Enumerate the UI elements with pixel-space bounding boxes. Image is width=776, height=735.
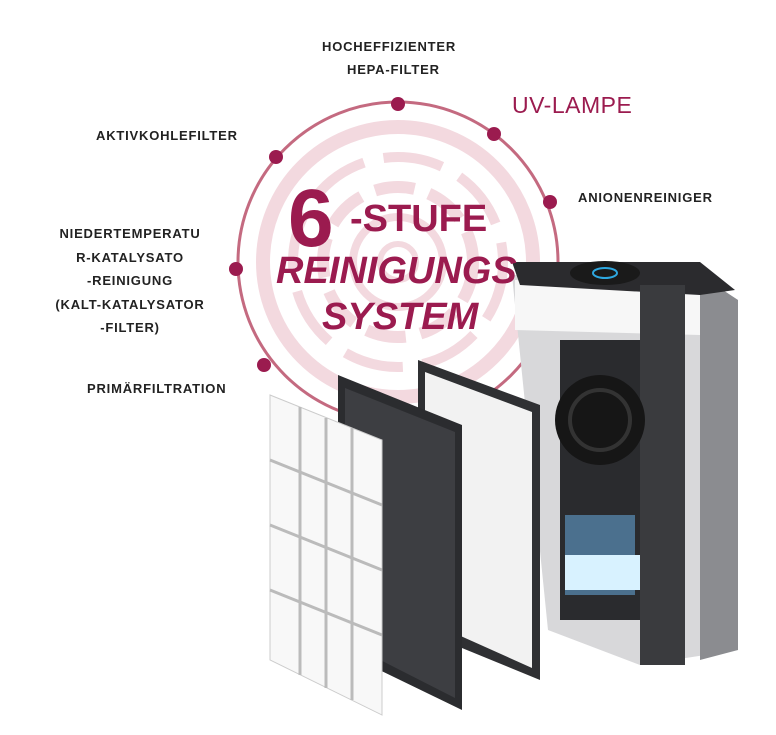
dot-carbon — [269, 150, 283, 164]
label-hepa-line2: HEPA-FILTER — [347, 62, 440, 77]
label-catalyst-line: R-KATALYSATO — [76, 249, 184, 265]
primary-filter — [269, 394, 383, 716]
air-purifier — [512, 261, 738, 665]
label-catalyst-line: (KALT-KATALYSATOR — [55, 296, 205, 312]
dot-uv — [487, 127, 501, 141]
label-carbon-filter: AKTIVKOHLEFILTER — [96, 128, 238, 143]
label-catalyst-line: -REINIGUNG — [87, 273, 173, 288]
dot-hepa — [391, 97, 405, 111]
label-primary: PRIMÄRFILTRATION — [87, 381, 227, 396]
dot-primary — [257, 358, 271, 372]
label-catalyst-line: NIEDERTEMPERATU — [59, 226, 201, 241]
dot-catalyst — [229, 262, 243, 276]
dot-anion — [543, 195, 557, 209]
label-hepa-line1: HOCHEFFIZIENTER — [322, 39, 457, 54]
title-line3: SYSTEM — [322, 296, 479, 338]
label-catalyst-line: -FILTER) — [100, 320, 160, 335]
label-catalyst: NIEDERTEMPERATU R-KATALYSATO -REINIGUNG … — [40, 222, 220, 340]
label-anion: ANIONENREINIGER — [578, 190, 713, 205]
title-stage: -STUFE — [350, 198, 488, 240]
label-uv-lamp: UV-LAMPE — [512, 92, 633, 118]
title-line2: REINIGUNGS — [276, 250, 517, 292]
title-number: 6 — [288, 173, 334, 264]
ring-dots — [229, 97, 557, 372]
